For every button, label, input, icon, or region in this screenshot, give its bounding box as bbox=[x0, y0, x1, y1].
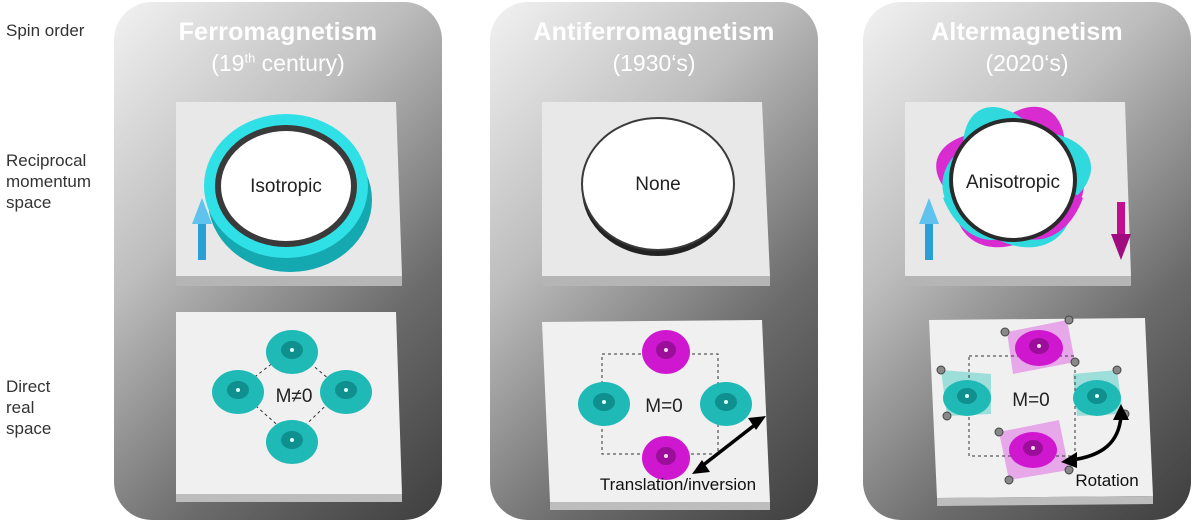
double-arrow-icon bbox=[692, 416, 766, 474]
spin-up-arrow-icon bbox=[192, 198, 212, 260]
panel-title: Altermagnetism bbox=[931, 18, 1123, 46]
spin-up-orbital bbox=[1073, 380, 1121, 416]
spin-up-orbital bbox=[266, 420, 318, 464]
spin-up-orbital bbox=[700, 382, 752, 426]
era-prefix: (2020‘s) bbox=[985, 50, 1069, 76]
row-label-direct-line2: real bbox=[6, 398, 35, 417]
era-prefix: (19 bbox=[211, 50, 245, 76]
panel-title: Ferromagnetism bbox=[178, 18, 378, 46]
era-suffix: century) bbox=[255, 50, 345, 76]
reciprocal-label: Isotropic bbox=[250, 176, 322, 197]
panel-era: (1930‘s) bbox=[490, 50, 818, 77]
row-label-reciprocal-line3: space bbox=[6, 193, 52, 212]
spin-down-orbital bbox=[1015, 330, 1063, 366]
magnetization-label: M≠0 bbox=[276, 386, 313, 407]
row-label-reciprocal: Reciprocal momentum space bbox=[6, 150, 91, 213]
symmetry-label: Rotation bbox=[1075, 471, 1138, 490]
spin-up-orbital bbox=[212, 370, 264, 414]
panel-era: (19th century) bbox=[114, 50, 442, 77]
panel-ferromagnetism: Ferromagnetism (19th century) Isotropic … bbox=[114, 2, 442, 520]
spin-up-orbital bbox=[266, 330, 318, 374]
row-label-reciprocal-line1: Reciprocal bbox=[6, 151, 87, 170]
era-superscript: th bbox=[244, 50, 256, 66]
ferro-scene: Isotropic M≠0 bbox=[176, 102, 402, 502]
reciprocal-label: None bbox=[635, 174, 680, 195]
row-label-direct-line3: space bbox=[6, 419, 52, 438]
symmetry-label: Translation/inversion bbox=[600, 475, 756, 494]
magnetization-label: M=0 bbox=[645, 396, 683, 417]
era-prefix: (1930‘s) bbox=[612, 50, 696, 76]
panel-era: (2020‘s) bbox=[863, 50, 1191, 77]
panel-title: Antiferromagnetism bbox=[533, 18, 775, 46]
spin-down-orbital bbox=[1009, 432, 1057, 468]
oxygen-atoms bbox=[936, 315, 1130, 485]
spin-up-arrow-icon bbox=[919, 198, 939, 260]
spin-down-arrow-icon bbox=[1111, 202, 1131, 260]
row-label-direct: Direct real space bbox=[6, 376, 51, 439]
altermagnet-scene: Anisotropic M=0 bbox=[905, 102, 1153, 506]
real-space-tile bbox=[176, 312, 402, 502]
spin-up-orbital bbox=[578, 382, 630, 426]
spin-up-orbital bbox=[320, 370, 372, 414]
anisotropic-fermi-surface bbox=[936, 106, 1092, 248]
antiferro-scene: None M=0 Translation/inversion bbox=[542, 102, 770, 510]
magnetization-label: M=0 bbox=[1012, 390, 1050, 411]
degenerate-fermi-surface bbox=[581, 117, 735, 256]
panel-antiferromagnetism: Antiferromagnetism (1930‘s) None M=0 Tra… bbox=[490, 2, 818, 520]
row-label-spin-order: Spin order bbox=[6, 21, 85, 40]
spin-down-orbital bbox=[642, 436, 690, 480]
panel-altermagnetism: Altermagnetism (2020‘s) Anisotropic bbox=[863, 2, 1191, 520]
spin-down-orbital bbox=[642, 330, 690, 374]
isotropic-fermi-surface bbox=[204, 114, 372, 272]
row-label-direct-line1: Direct bbox=[6, 377, 51, 396]
reciprocal-label: Anisotropic bbox=[966, 172, 1060, 193]
spin-up-orbital bbox=[943, 380, 991, 416]
rotation-arrow-icon bbox=[1061, 404, 1129, 468]
row-label-reciprocal-line2: momentum bbox=[6, 172, 92, 191]
